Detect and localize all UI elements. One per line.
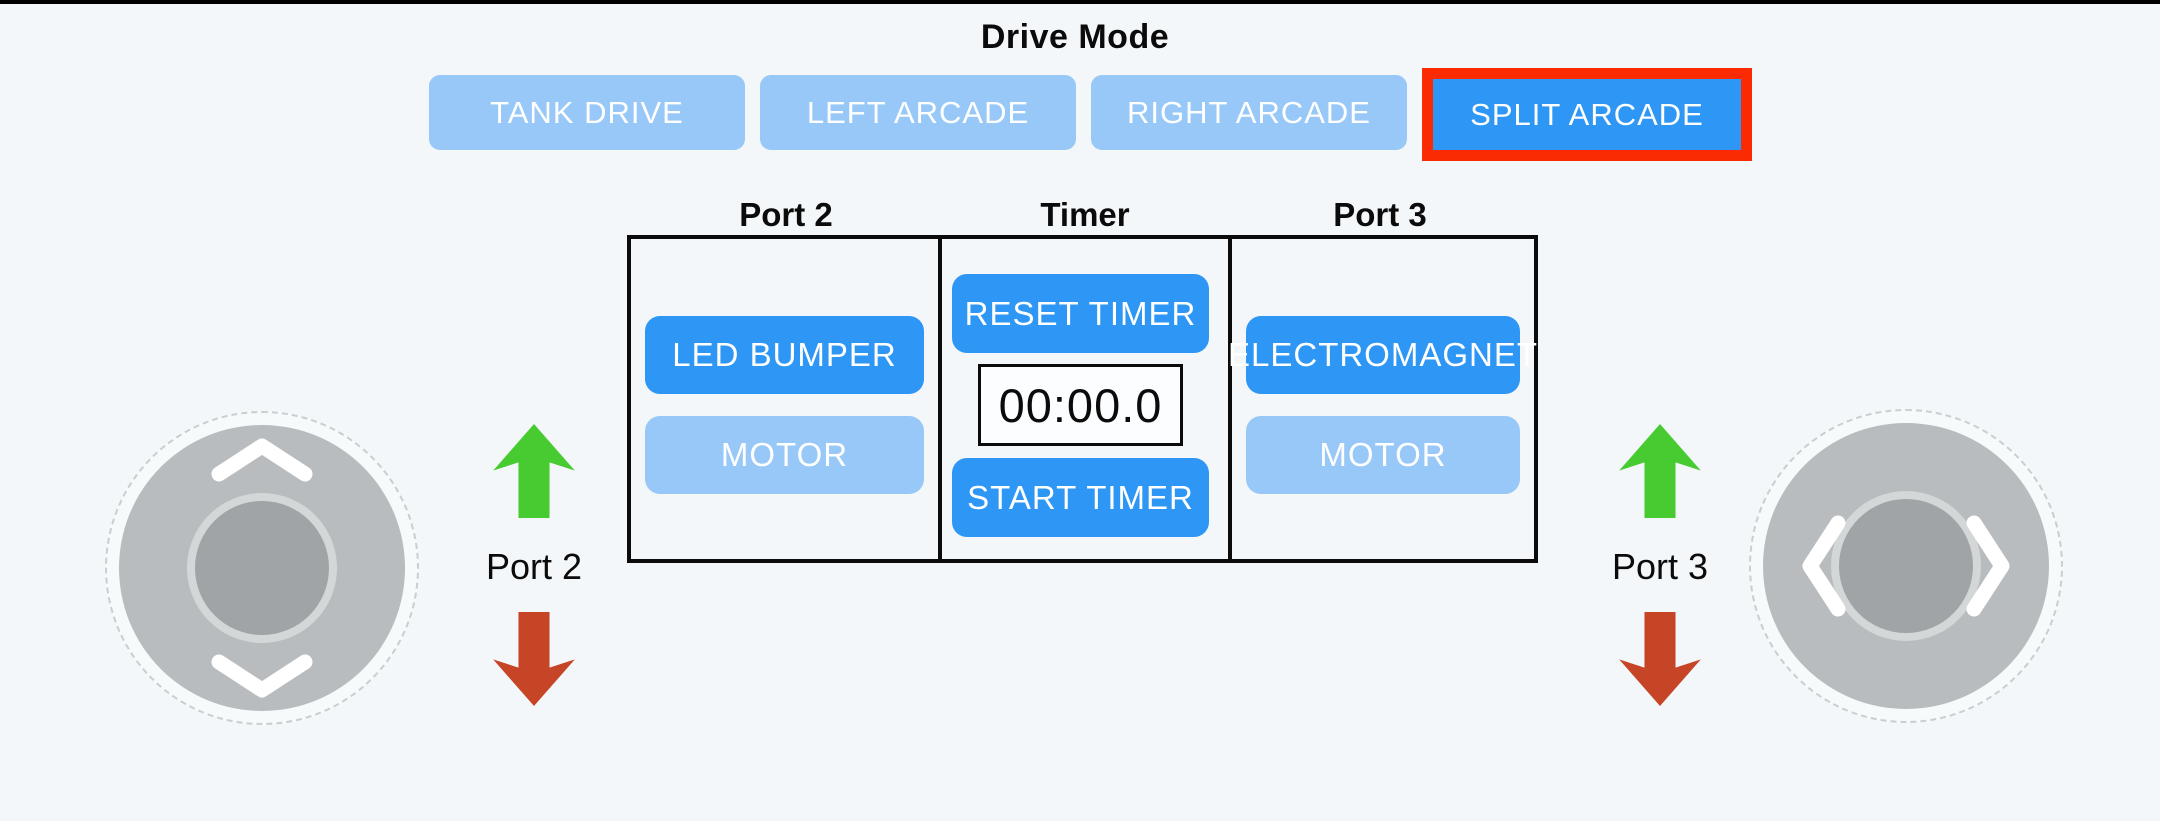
down-arrow-icon bbox=[1619, 612, 1701, 706]
drive-mode-title: Drive Mode bbox=[980, 18, 1170, 56]
down-arrow-icon bbox=[493, 612, 575, 706]
chevron-right-icon bbox=[1965, 513, 2011, 619]
port3-motor-button[interactable]: MOTOR bbox=[1246, 416, 1520, 494]
right-arcade-button[interactable]: RIGHT ARCADE bbox=[1091, 75, 1407, 150]
up-arrow-icon bbox=[493, 424, 575, 518]
chevron-up-icon bbox=[209, 437, 315, 483]
chevron-left-icon bbox=[1801, 513, 1847, 619]
reset-timer-button[interactable]: RESET TIMER bbox=[952, 274, 1209, 353]
electromagnet-button[interactable]: ELECTROMAGNET bbox=[1228, 316, 1537, 394]
timer-column-header: Timer bbox=[1040, 196, 1130, 233]
down-arrow-shape bbox=[493, 612, 575, 706]
start-timer-button[interactable]: START TIMER bbox=[952, 458, 1209, 537]
port2-joystick-label: Port 2 bbox=[485, 546, 583, 587]
left-joystick[interactable] bbox=[105, 411, 419, 725]
chevron-down-icon bbox=[209, 653, 315, 699]
right-joystick-knob[interactable] bbox=[1839, 499, 1973, 633]
split-arcade-button[interactable]: SPLIT ARCADE bbox=[1433, 79, 1741, 150]
right-joystick[interactable] bbox=[1749, 409, 2063, 723]
up-arrow-icon bbox=[1619, 424, 1701, 518]
up-arrow-shape bbox=[493, 424, 575, 518]
port2-direction-indicator: Port 2 bbox=[452, 424, 616, 706]
left-joystick-knob[interactable] bbox=[195, 501, 329, 635]
port2-cell: LED BUMPER MOTOR bbox=[631, 239, 938, 559]
right-joystick-base bbox=[1763, 423, 2049, 709]
right-joystick-knob-ring bbox=[1831, 491, 1981, 641]
selected-mode-outline: SPLIT ARCADE bbox=[1422, 68, 1752, 161]
left-arcade-button[interactable]: LEFT ARCADE bbox=[760, 75, 1076, 150]
left-joystick-knob-ring bbox=[187, 493, 337, 643]
tank-drive-button[interactable]: TANK DRIVE bbox=[429, 75, 745, 150]
drive-mode-button-row: TANK DRIVE LEFT ARCADE RIGHT ARCADE SPLI… bbox=[429, 68, 1752, 161]
port2-column-header: Port 2 bbox=[739, 196, 833, 233]
up-arrow-shape bbox=[1619, 424, 1701, 518]
timer-display: 00:00.0 bbox=[978, 364, 1183, 446]
down-arrow-shape bbox=[1619, 612, 1701, 706]
port3-direction-indicator: Port 3 bbox=[1578, 424, 1742, 706]
timer-cell: RESET TIMER 00:00.0 START TIMER bbox=[938, 239, 1228, 559]
window-top-edge bbox=[0, 0, 2160, 4]
left-joystick-base bbox=[119, 425, 405, 711]
port2-motor-button[interactable]: MOTOR bbox=[645, 416, 924, 494]
led-bumper-button[interactable]: LED BUMPER bbox=[645, 316, 924, 394]
port3-cell: ELECTROMAGNET MOTOR bbox=[1228, 239, 1537, 559]
port3-joystick-label: Port 3 bbox=[1611, 546, 1709, 587]
port3-column-header: Port 3 bbox=[1333, 196, 1427, 233]
control-panel-table: LED BUMPER MOTOR RESET TIMER 00:00.0 STA… bbox=[627, 235, 1538, 563]
